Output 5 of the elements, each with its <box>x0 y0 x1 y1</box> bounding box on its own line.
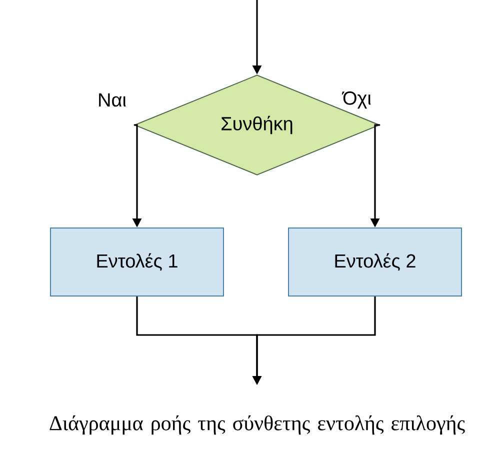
edge-label: Ναι <box>99 93 126 107</box>
process-box: Εντολές 1 <box>50 228 224 296</box>
process-box: Εντολές 2 <box>288 228 462 296</box>
edge-label: Όχι <box>342 91 371 109</box>
caption: Διάγραμμα ροής της σύνθετης εντολής επιλογής <box>50 415 465 435</box>
